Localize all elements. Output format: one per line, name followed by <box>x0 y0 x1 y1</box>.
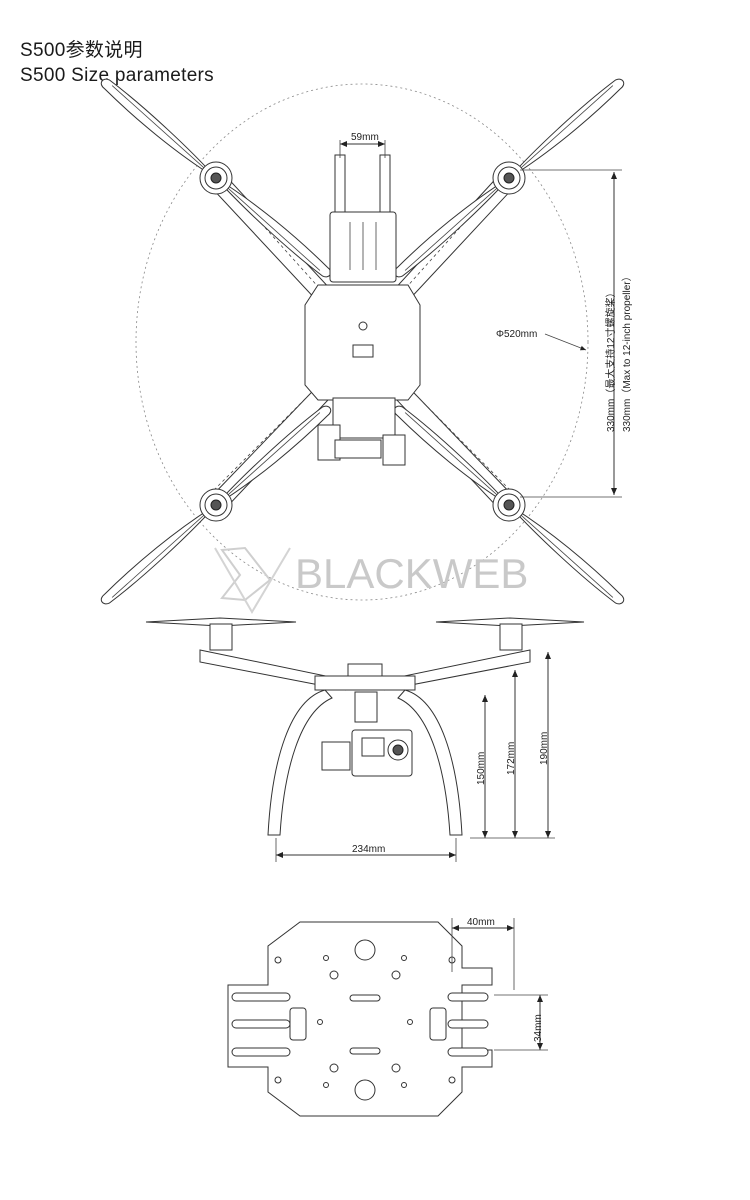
motor-rear-right <box>492 488 526 522</box>
side-motor-right <box>499 623 523 651</box>
label-34mm: 34mm <box>533 1014 544 1042</box>
propeller-circle <box>135 83 589 601</box>
watermark: BLACKWEB <box>214 546 528 614</box>
label-diameter: Φ520mm <box>496 329 537 340</box>
title-english: S500 Size parameters <box>20 65 214 86</box>
landing-leg-right <box>397 689 463 836</box>
label-59mm: 59mm <box>351 132 379 143</box>
side-view: 150mm 172mm 190mm 234mm <box>145 617 585 862</box>
label-330mm-cn: 330mm（最大支持12寸螺旋桨） <box>604 288 617 432</box>
side-propeller-right <box>435 617 585 627</box>
side-propeller-left <box>145 617 297 627</box>
center-frame <box>304 154 421 466</box>
title-chinese: S500参数说明 <box>20 40 143 61</box>
landing-leg-left <box>267 689 333 836</box>
label-172mm: 172mm <box>506 742 517 775</box>
label-150mm: 150mm <box>476 752 487 785</box>
label-40mm: 40mm <box>467 917 495 928</box>
top-view: 59mm Φ520mm 330mm（最大支持12寸螺旋桨） 330mm（Max … <box>100 51 633 632</box>
label-190mm: 190mm <box>539 732 550 765</box>
motor-front-right <box>492 161 526 195</box>
watermark-text: BLACKWEB <box>295 550 528 597</box>
plate-view: 40mm 34mm <box>227 917 548 1117</box>
label-234mm: 234mm <box>352 844 385 855</box>
center-plate <box>227 921 493 1117</box>
label-330mm-en: 330mm（Max to 12-inch propeller） <box>621 271 633 432</box>
side-motor-left <box>209 623 233 651</box>
motor-front-left <box>199 161 233 195</box>
motor-rear-left <box>199 488 233 522</box>
